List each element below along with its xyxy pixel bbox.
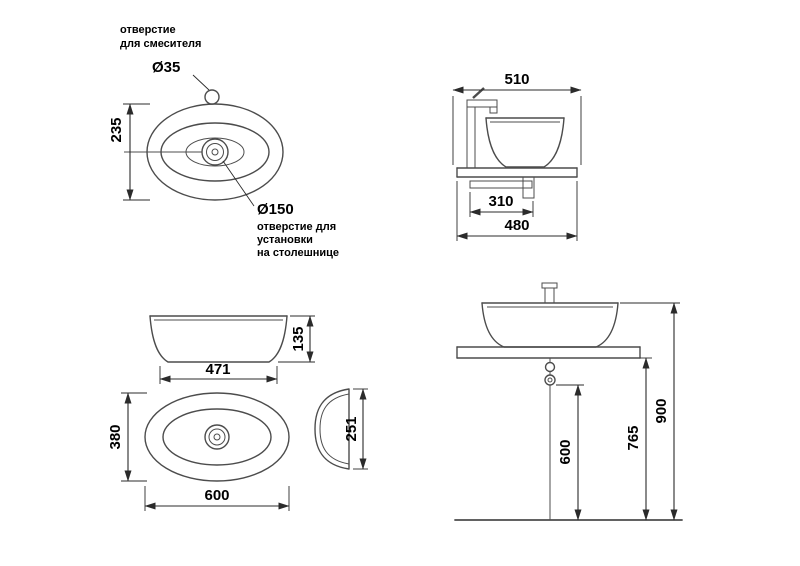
installation-view: 600 765 900 [454,282,683,521]
mixer-hole [204,89,220,105]
plan-view: 380 600 [107,392,290,511]
dim-600-width-label: 600 [204,487,229,504]
dim-mixer-hole-label: Ø35 [152,59,180,76]
dim-drain-label: Ø150 [257,201,294,218]
dim-471: 471 [159,361,278,384]
basin-front-outline [481,302,619,348]
front-view: 135 471 [149,315,315,384]
drain-note-line1: отверстие для [257,221,336,233]
faucet-side [466,87,498,169]
dim-135: 135 [278,315,315,363]
profile-view: 251 [314,388,368,470]
plan-drain-hole [204,424,230,450]
dim-600-height: 600 [556,384,584,521]
drain-leader-line [222,160,255,207]
dim-900: 900 [620,302,680,521]
dim-235-label: 235 [108,117,125,142]
dim-380-label: 380 [107,424,124,449]
dim-510-label: 510 [504,71,529,88]
countertop-front [456,346,641,359]
side-view: 510 310 480 [452,71,582,241]
mixer-note-line2: для смесителя [120,38,201,50]
dim-765: 765 [625,357,652,521]
countertop-side [456,167,578,178]
basin-side-outline [485,117,565,168]
dim-380: 380 [107,392,147,482]
drain-pipe [544,358,556,520]
profile-outline [314,388,350,470]
dim-251: 251 [343,388,368,470]
dim-310: 310 [469,192,534,217]
top-view: отверстие для смесителя Ø35 235 Ø150 отв… [108,24,339,259]
wall-bracket [469,176,535,199]
dim-765-label: 765 [625,425,642,450]
drain-note-line3: на столешнице [257,247,339,259]
dim-251-label: 251 [343,416,360,441]
drain-note-line2: установки [257,234,313,246]
dim-235: 235 [108,103,150,201]
dim-480-label: 480 [504,217,529,234]
mixer-note-line1: отверстие [120,24,176,36]
mixer-hole-annotation: отверстие для смесителя Ø35 [120,24,210,91]
dim-900-label: 900 [653,398,670,423]
faucet-front [541,282,558,304]
drain-hole-annotation: Ø150 отверстие для установки на столешни… [222,160,339,259]
dim-471-label: 471 [205,361,230,378]
mixer-leader-line [192,74,210,91]
dim-600-height-label: 600 [557,439,574,464]
front-view-outline [149,315,288,363]
drain-hole [201,138,229,166]
dim-310-label: 310 [488,193,513,210]
plan-view-outline [144,392,290,482]
dim-600-width: 600 [144,486,290,511]
dim-135-label: 135 [290,326,307,351]
dim-480: 480 [456,181,578,241]
dim-510: 510 [452,71,582,165]
